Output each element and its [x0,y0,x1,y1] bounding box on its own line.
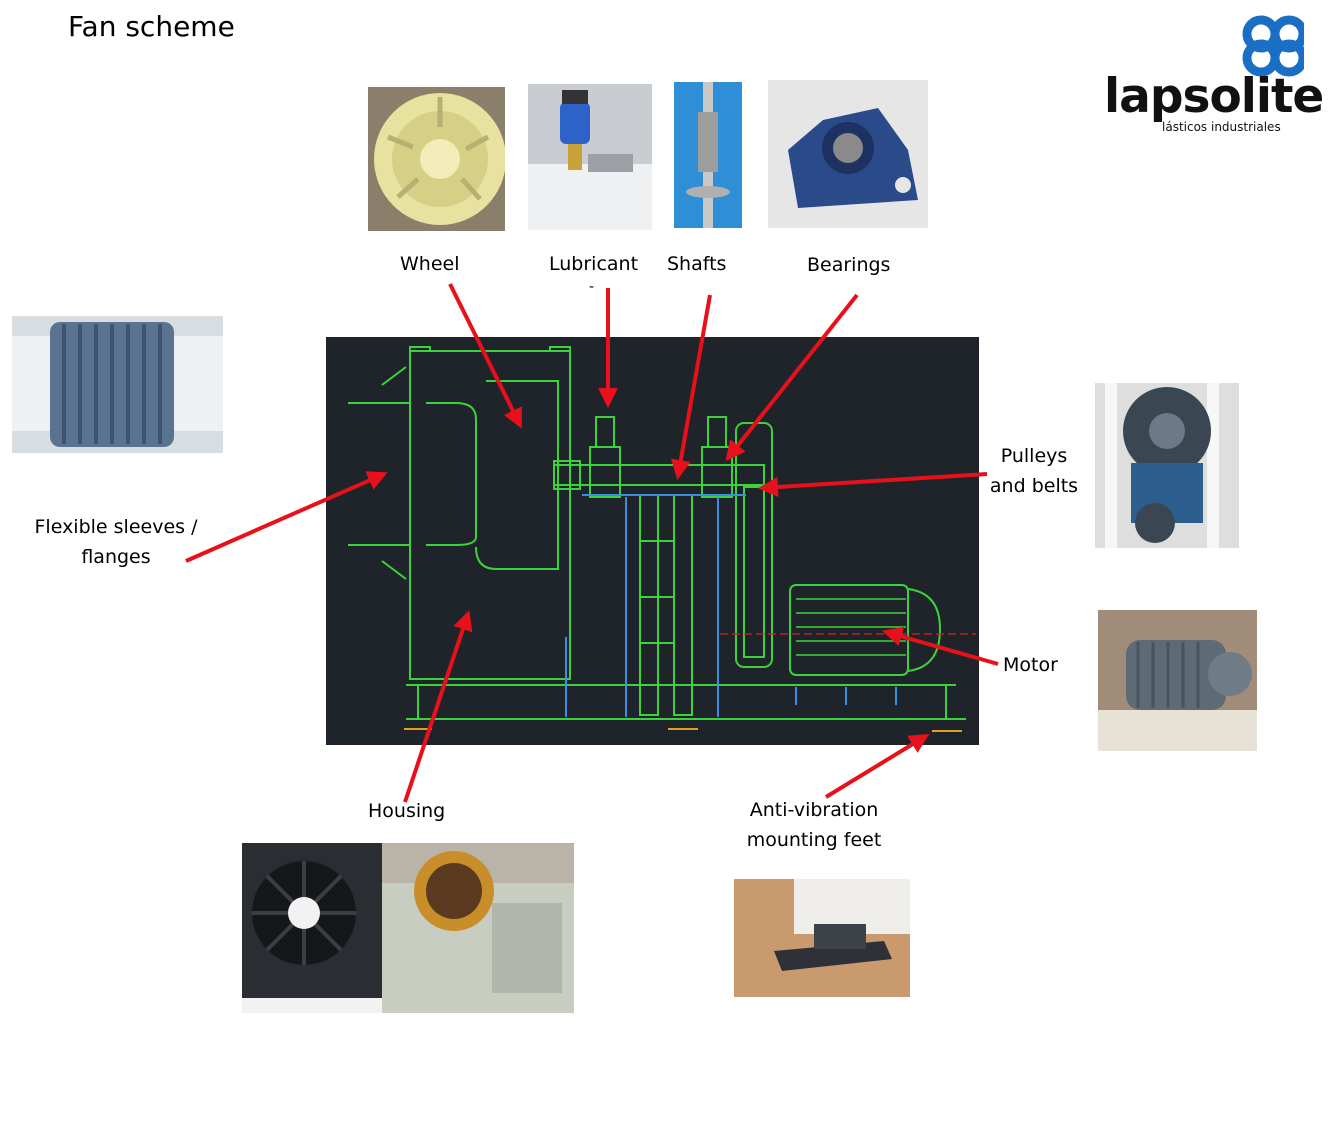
lubricant-photo [528,84,652,230]
arrow-feet [824,733,930,799]
flexible-sleeves-photo [12,316,223,453]
label-flexible: Flexible sleeves / flanges [34,516,198,568]
pulleys-photo [1095,383,1239,548]
logo-name: lapsolite [1104,69,1324,124]
logo-tagline: lásticos industriales [1162,120,1281,134]
wheel-photo [368,87,505,231]
label-shafts: Shafts [667,253,727,275]
logo-mark-icon [1242,15,1308,77]
motor-photo [1098,610,1257,751]
label-lubricant-mark: - [589,279,595,295]
logo: lapsolite lásticos industriales [1104,10,1324,140]
cad-drawing [326,337,979,745]
shafts-photo [674,82,742,228]
label-feet: Anti-vibration mounting feet [746,799,882,851]
bearings-photo [768,80,928,228]
label-bearings: Bearings [807,254,891,276]
housing-photo [242,843,574,1013]
label-housing: Housing [368,800,446,822]
fan-schematic [348,346,976,732]
label-wheel: Wheel [400,253,460,275]
label-pulleys: Pulleys and belts [989,445,1079,497]
label-lubricant: Lubricant [549,253,639,275]
feet-photo [734,879,910,997]
label-motor: Motor [1003,654,1058,676]
page-title: Fan scheme [68,10,235,43]
